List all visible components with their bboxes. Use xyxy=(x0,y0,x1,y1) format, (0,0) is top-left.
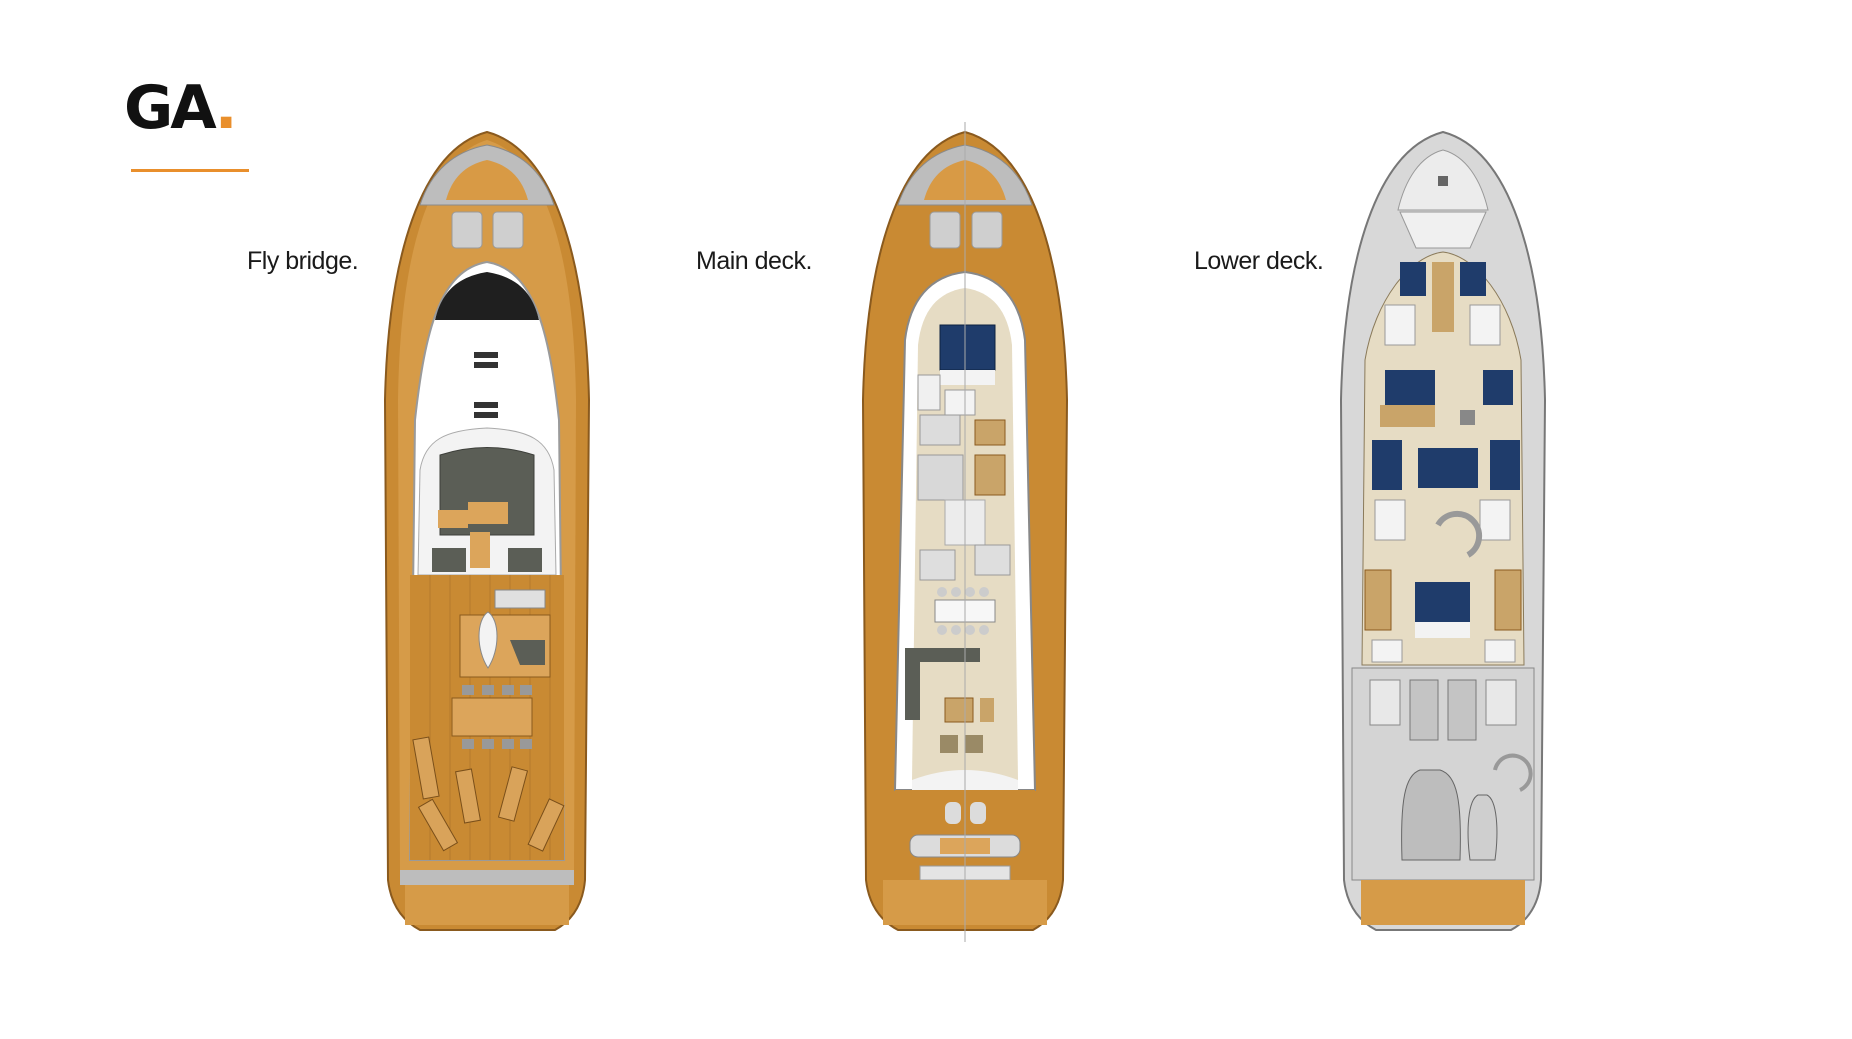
lower-deck-vip-bed xyxy=(1415,582,1470,622)
lower-deck-guest-bed xyxy=(1385,370,1435,405)
fly-bridge-dining-table xyxy=(451,697,533,737)
lower-deck-plan xyxy=(1339,130,1547,931)
fly-bridge-plan xyxy=(383,130,591,931)
title-dot: . xyxy=(214,73,238,143)
main-deck-salon-sofa xyxy=(905,648,980,720)
lower-deck-tender xyxy=(1401,769,1461,861)
title-underline xyxy=(131,169,249,172)
deck-label-main-deck: Main deck. xyxy=(696,247,812,275)
lower-deck-jetski xyxy=(1467,794,1498,861)
main-deck-plan xyxy=(861,122,1069,942)
lower-deck-crew-bed xyxy=(1400,262,1426,296)
deck-label-fly-bridge: Fly bridge. xyxy=(247,247,359,275)
page-title: GA. xyxy=(124,78,238,138)
fly-bridge-sunloungers xyxy=(412,736,565,852)
deck-label-lower-deck: Lower deck. xyxy=(1194,247,1324,275)
title-text: GA xyxy=(124,73,218,143)
main-deck-owner-bed xyxy=(939,324,996,371)
